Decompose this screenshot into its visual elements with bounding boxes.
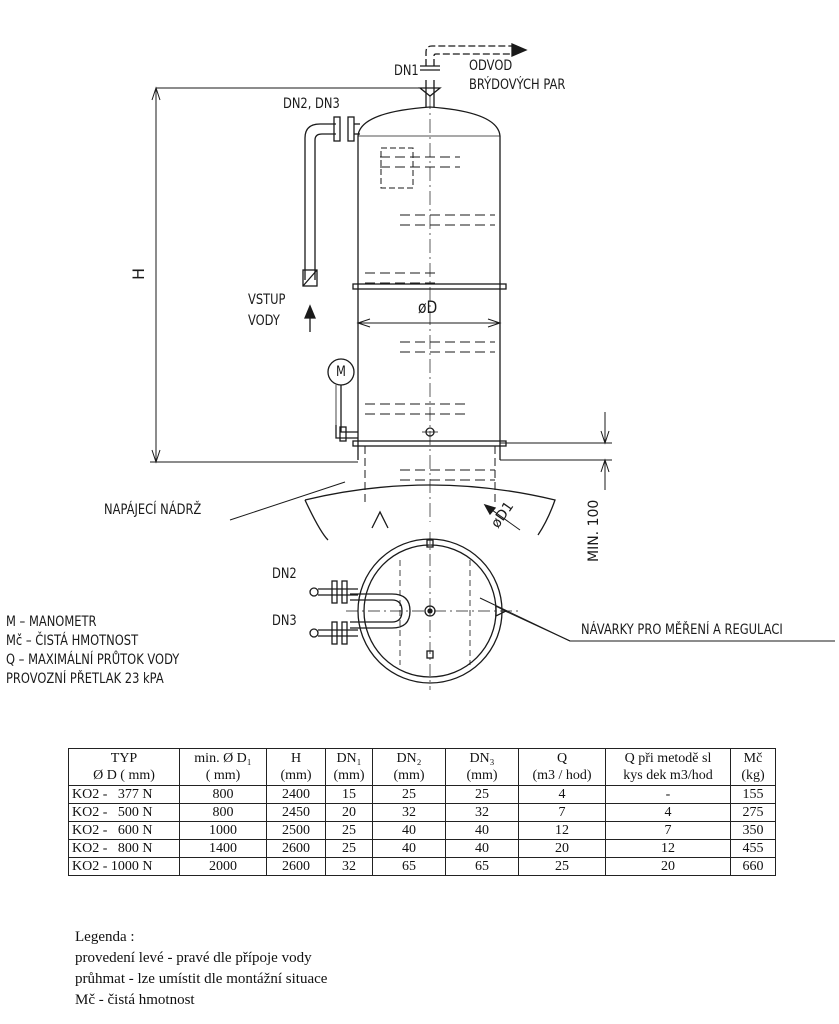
table-cell: 1000 <box>179 821 267 840</box>
tank-plan <box>309 532 520 690</box>
table-cell: - <box>605 785 731 804</box>
table-row: KO2 - 500 N 800 2450 20 32 32 7 4 275 <box>68 803 776 822</box>
table-cell: 15 <box>325 785 373 804</box>
h-dimension <box>150 86 430 464</box>
table-cell: 660 <box>730 857 776 876</box>
table-cell: 25 <box>372 785 446 804</box>
table-cell: 25 <box>325 839 373 858</box>
table-cell: 2450 <box>266 803 326 822</box>
note-line: Q – MAXIMÁLNÍ PRŮTOK VODY <box>6 652 180 668</box>
feed-tank-leader <box>229 481 346 521</box>
outlet-label-line2: BRÝDOVÝCH PAR <box>469 77 566 93</box>
table-cell: KO2 - 800 N <box>68 839 180 858</box>
table-cell: 800 <box>179 785 267 804</box>
table-cell: 1400 <box>179 839 267 858</box>
legend-title: Legenda : <box>75 929 135 945</box>
manometer-symbol: M <box>336 364 346 380</box>
table-cell: 4 <box>605 803 731 822</box>
diameter-label: øD <box>418 298 438 318</box>
table-cell: 65 <box>445 857 519 876</box>
table-row: KO2 - 1000 N 2000 2600 32 65 65 25 20 66… <box>68 857 776 876</box>
water-inlet-label-line2: VODY <box>248 313 280 329</box>
note-line: Mč – ČISTÁ HMOTNOST <box>6 633 139 649</box>
dn23-label: DN2, DN3 <box>283 96 340 112</box>
feed-tank <box>304 484 556 541</box>
legend-line: provedení levé - pravé dle přípoje vody <box>75 950 312 966</box>
table-cell: 25 <box>518 857 606 876</box>
welds-label: NÁVARKY PRO MĚŘENÍ A REGULACI <box>581 622 783 638</box>
table-row: KO2 - 800 N 1400 2600 25 40 40 20 12 455 <box>68 839 776 858</box>
technical-drawing <box>150 43 835 690</box>
header-dn3: DN₃(mm) <box>445 748 519 786</box>
legend: Legenda : provedení levé - pravé dle pří… <box>75 927 327 1011</box>
inlet-pipe <box>302 116 360 332</box>
header-h: H(mm) <box>266 748 326 786</box>
outlet-label-line1: ODVOD <box>469 58 513 74</box>
table-cell: 40 <box>372 821 446 840</box>
table-cell: 32 <box>325 857 373 876</box>
legend-line: průhmat - lze umístit dle montážní situa… <box>75 971 328 987</box>
dn1-label: DN1 <box>394 63 419 79</box>
table-cell: 275 <box>730 803 776 822</box>
header-mc: Mč(kg) <box>730 748 776 786</box>
h-label: H <box>129 267 148 280</box>
table-cell: 2500 <box>266 821 326 840</box>
table-cell: 800 <box>179 803 267 822</box>
abbreviation-notes: M – MANOMETR Mč – ČISTÁ HMOTNOST Q – MAX… <box>6 613 217 689</box>
table-cell: 20 <box>518 839 606 858</box>
table-cell: KO2 - 1000 N <box>68 857 180 876</box>
table-cell: 32 <box>372 803 446 822</box>
legend-line: Mč - čistá hmotnost <box>75 992 195 1008</box>
note-line: PROVOZNÍ PŘETLAK 23 kPA <box>6 671 164 687</box>
dn2-label: DN2 <box>272 566 297 582</box>
table-row: KO2 - 600 N 1000 2500 25 40 40 12 7 350 <box>68 821 776 840</box>
welds-leader <box>479 597 835 642</box>
header-dn2: DN₂(mm) <box>372 748 446 786</box>
table-cell: 2000 <box>179 857 267 876</box>
note-line: M – MANOMETR <box>6 614 97 630</box>
table-cell: 12 <box>605 839 731 858</box>
table-cell: KO2 - 600 N <box>68 821 180 840</box>
water-inlet-label-line1: VSTUP <box>248 292 286 308</box>
table-cell: 25 <box>325 821 373 840</box>
tank-elevation <box>352 95 507 522</box>
table-cell: 2600 <box>266 839 326 858</box>
table-cell: 40 <box>372 839 446 858</box>
table-row: KO2 - 377 N 800 2400 15 25 25 4 - 155 <box>68 785 776 804</box>
table-cell: 20 <box>605 857 731 876</box>
d-dimension <box>356 318 502 328</box>
table-cell: 7 <box>518 803 606 822</box>
table-cell: 20 <box>325 803 373 822</box>
table-cell: 40 <box>445 839 519 858</box>
vapour-outlet <box>418 43 528 107</box>
table-cell: KO2 - 377 N <box>68 785 180 804</box>
table-cell: 4 <box>518 785 606 804</box>
min-dimension <box>500 412 612 490</box>
table-cell: 32 <box>445 803 519 822</box>
header-min-d1: min. Ø D₁( mm) <box>179 748 267 786</box>
header-dn1: DN₁(mm) <box>325 748 373 786</box>
feed-tank-label: NAPÁJECÍ NÁDRŽ <box>104 502 202 518</box>
table-cell: 2600 <box>266 857 326 876</box>
min-label: MIN. 100 <box>586 499 602 562</box>
table-cell: 25 <box>445 785 519 804</box>
manometer-assembly <box>327 358 358 442</box>
table-cell: 155 <box>730 785 776 804</box>
dn3-label: DN3 <box>272 613 297 629</box>
table-cell: KO2 - 500 N <box>68 803 180 822</box>
table-cell: 40 <box>445 821 519 840</box>
table-cell: 65 <box>372 857 446 876</box>
header-q: Q(m3 / hod) <box>518 748 606 786</box>
table-cell: 7 <box>605 821 731 840</box>
table-cell: 2400 <box>266 785 326 804</box>
table-cell: 455 <box>730 839 776 858</box>
table-cell: 350 <box>730 821 776 840</box>
table-cell: 12 <box>518 821 606 840</box>
